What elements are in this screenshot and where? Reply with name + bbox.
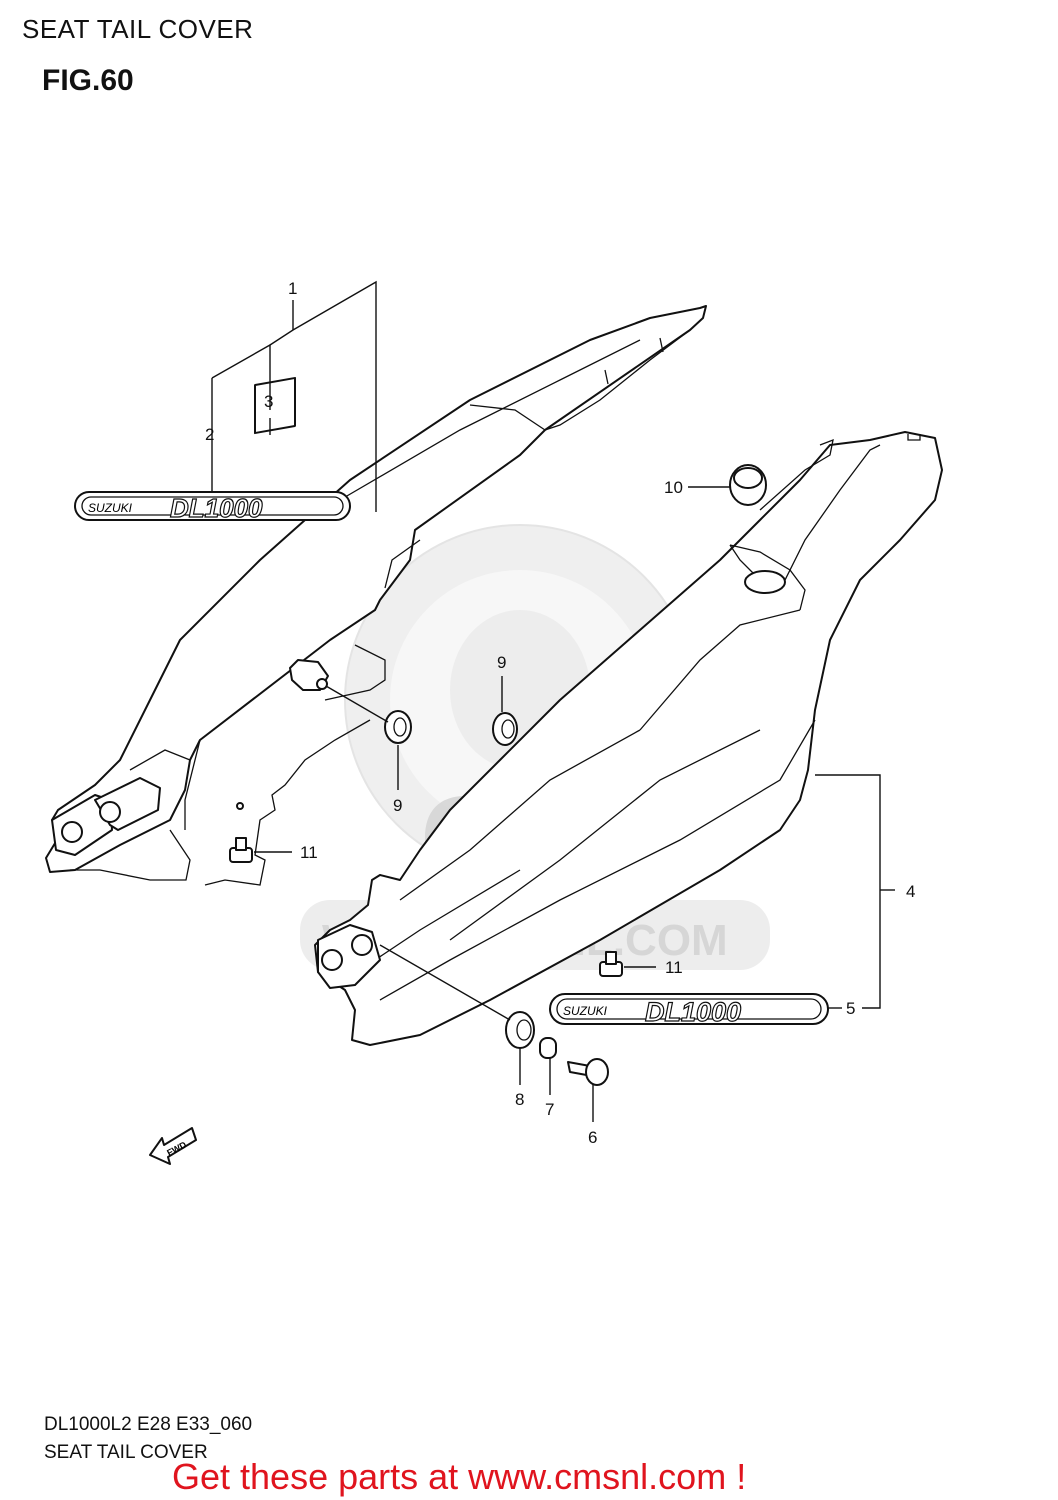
page-header-title: SEAT TAIL COVER [22, 14, 254, 44]
callout-6: 6 [588, 1128, 597, 1147]
leader-lines [211, 280, 895, 1122]
callout-11-right: 11 [665, 958, 683, 977]
part-7-collar [539, 1037, 557, 1059]
promo-link[interactable]: Get these parts at www.cmsnl.com ! [172, 1456, 747, 1497]
emblem-right: SUZUKI DL1000 [549, 993, 829, 1028]
figure-number: FIG.60 [42, 64, 134, 97]
callout-5: 5 [846, 999, 855, 1018]
callout-9-left: 9 [393, 796, 402, 815]
callout-4: 4 [906, 882, 915, 901]
part-8-grommet [505, 1011, 535, 1049]
callout-labels: 1 2 3 4 5 6 7 8 9 9 10 11 11 [205, 279, 915, 1147]
fwd-arrow-icon: FWD [149, 1127, 197, 1165]
emblem-right-brand: SUZUKI [563, 1004, 608, 1018]
callout-9-right: 9 [497, 653, 506, 672]
footer-model-code: DL1000L2 E28 E33_060 [44, 1414, 253, 1435]
callout-8: 8 [515, 1090, 524, 1109]
part-3-label [254, 376, 296, 435]
part-9-cushion-a [384, 710, 412, 744]
part-10-grommet [729, 464, 767, 506]
right-seat-tail-cover [314, 431, 943, 1046]
footer-title: SEAT TAIL COVER [44, 1442, 208, 1463]
callout-7: 7 [545, 1100, 554, 1119]
part-6-bolt [567, 1058, 609, 1086]
callout-11-left: 11 [300, 843, 318, 862]
emblem-left-brand: SUZUKI [88, 501, 133, 515]
part-11-clip-a [229, 837, 253, 863]
emblem-right-model: DL1000 [645, 997, 741, 1027]
callout-2: 2 [205, 425, 214, 444]
part-9-cushion-b [492, 712, 518, 746]
callout-1: 1 [288, 279, 297, 298]
left-seat-tail-cover [45, 305, 707, 886]
callout-10: 10 [664, 478, 683, 497]
callout-3: 3 [264, 392, 273, 411]
emblem-left: SUZUKI DL1000 [74, 491, 351, 524]
part-11-clip-b [599, 951, 623, 977]
emblem-left-model: DL1000 [170, 493, 263, 523]
